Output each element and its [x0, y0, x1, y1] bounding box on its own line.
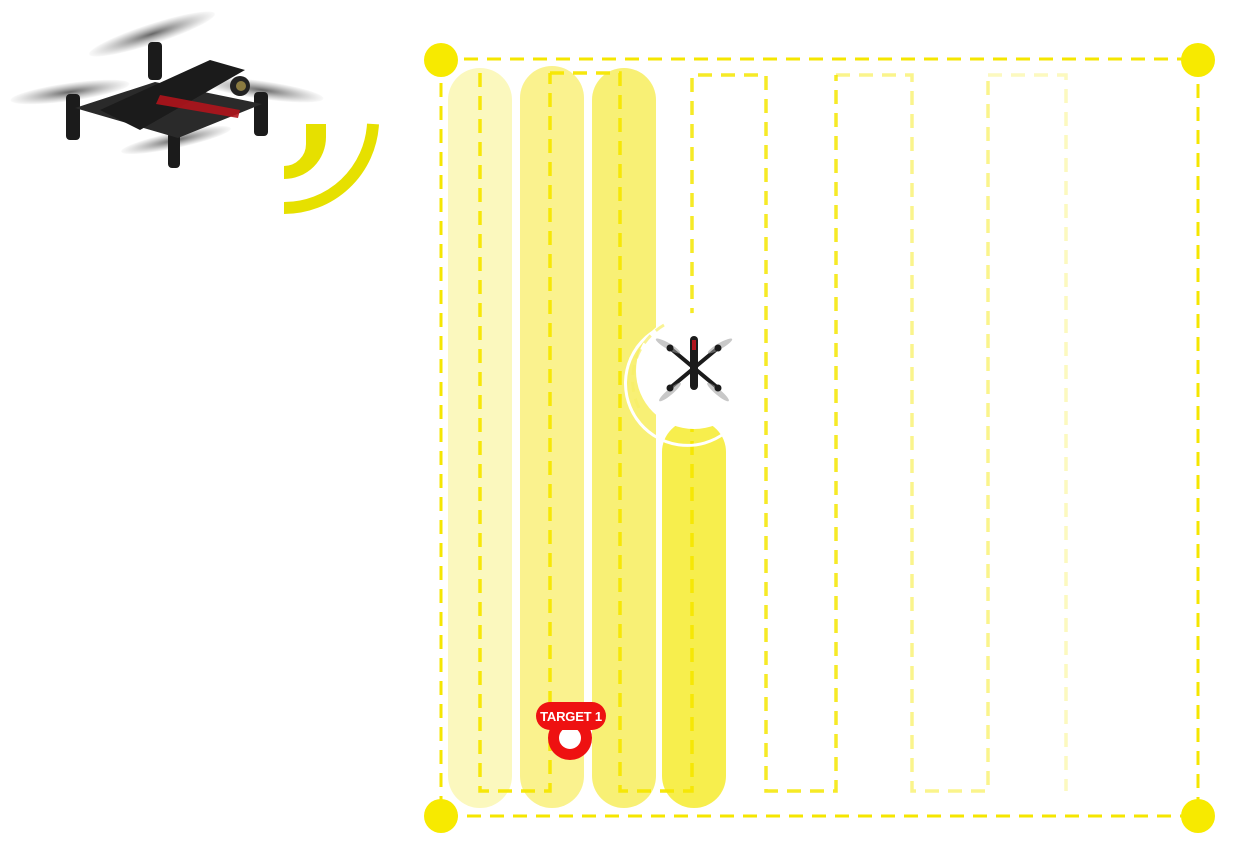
drone-icon [10, 11, 324, 168]
flight-path-leg-4 [836, 73, 990, 793]
drone-halo-ring [624, 328, 727, 447]
corner-waypoint-icon [1181, 43, 1215, 77]
coverage-strip-1 [448, 68, 512, 808]
drone-top-view-icon [655, 336, 733, 402]
drone-position-marker [624, 313, 752, 447]
flight-path-leg-2 [550, 71, 694, 793]
corner-waypoints [424, 43, 1215, 833]
flight-path-leg-5 [988, 73, 1068, 791]
flight-path-leg-3 [690, 73, 838, 793]
coverage-strip-2 [520, 66, 584, 808]
coverage-strip-3 [592, 68, 656, 808]
wifi-signal-icon [283, 123, 379, 215]
coverage-strips [448, 66, 726, 808]
coverage-strip-4 [662, 420, 726, 808]
target-label: TARGET 1 [540, 709, 602, 724]
corner-waypoint-icon [424, 43, 458, 77]
search-area-boundary [439, 57, 1200, 818]
flight-path [478, 71, 1068, 793]
flight-path-leg-1 [478, 73, 552, 793]
corner-waypoint-icon [1181, 799, 1215, 833]
target-marker: TARGET 1 [536, 702, 606, 760]
corner-waypoint-icon [424, 799, 458, 833]
